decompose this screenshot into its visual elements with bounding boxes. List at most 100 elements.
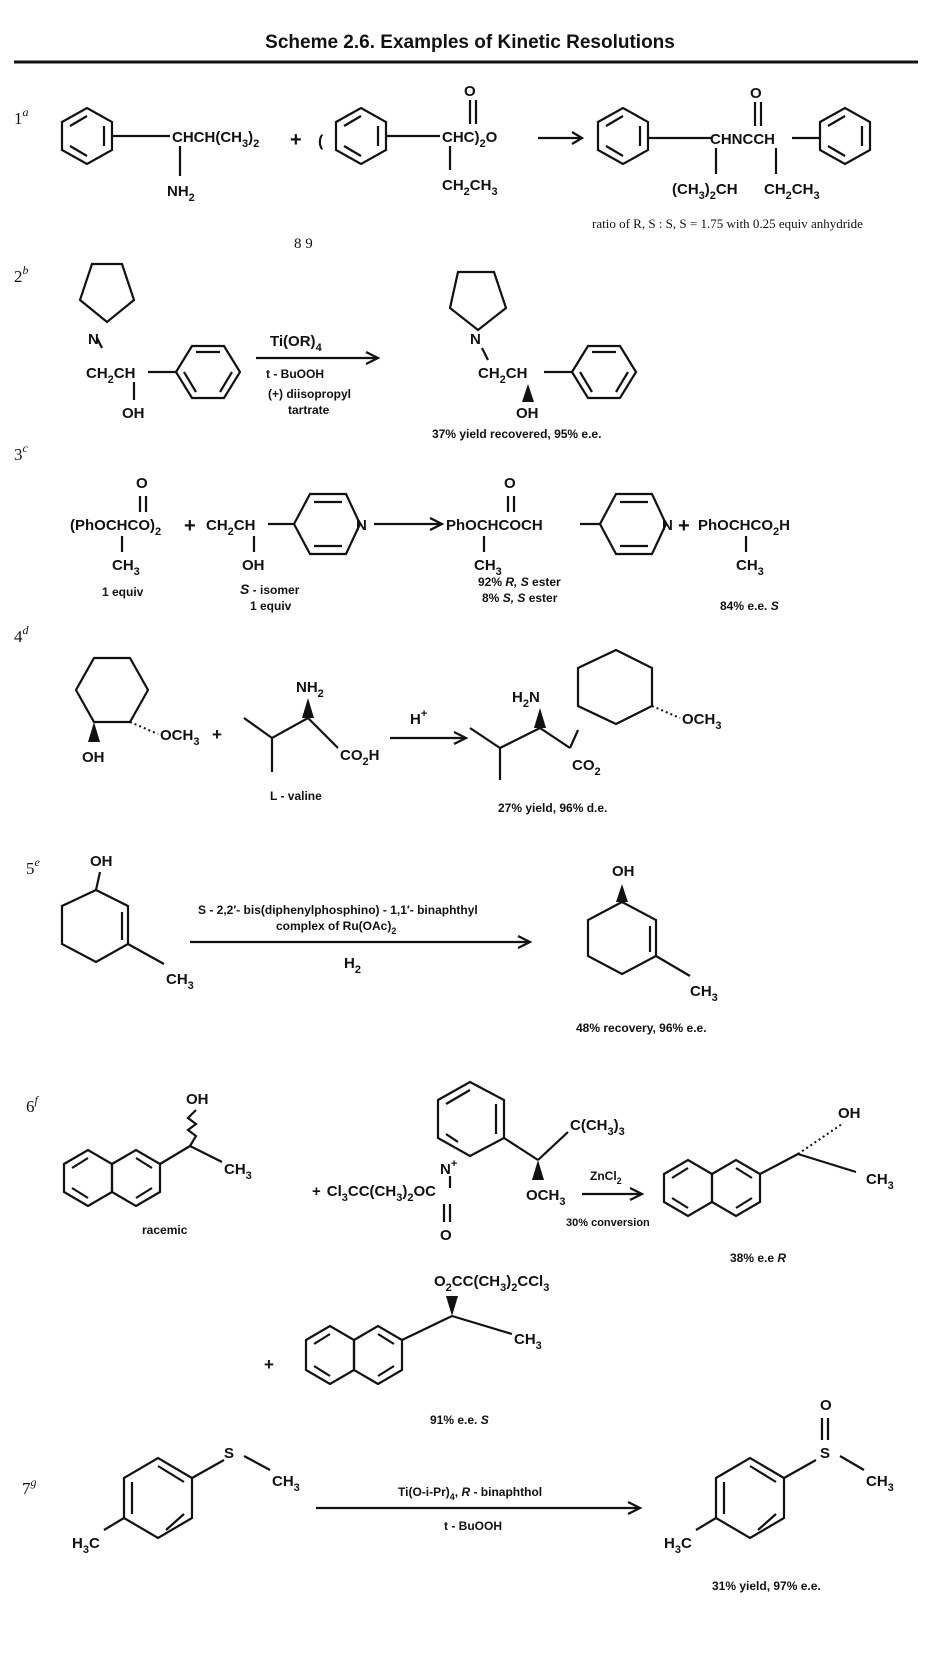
product-ester-formula: PhOCHCOCH — [446, 517, 543, 534]
equiv-label: 1 equiv — [250, 599, 292, 613]
product-isopropyl: (CH3)2CH — [672, 181, 738, 202]
isomer-label: S - isomer — [240, 581, 300, 597]
plus-sign: + — [678, 515, 690, 537]
titanium-catalyst: Ti(O-i-Pr)4, R - binaphthol — [398, 1485, 542, 1502]
sulfur-atom: S — [224, 1445, 234, 1462]
reactant-benzene-ring — [60, 106, 182, 176]
wedge-bond — [446, 1296, 458, 1316]
racemic-naphthalene — [62, 1145, 223, 1208]
product-valine-skeleton — [469, 726, 580, 780]
catalyst-line1: S - 2,2′- bis(diphenylphosphino) - 1,1′-… — [198, 903, 478, 917]
product-methyl: CH3 — [690, 983, 718, 1004]
conversion-label: 30% conversion — [566, 1217, 650, 1229]
sulfoxide-ring — [695, 1455, 865, 1540]
aryl-methyl: H3C — [72, 1535, 100, 1556]
catalyst-line2: complex of Ru(OAc)2 — [276, 919, 396, 936]
tert-butyl-group: C(CH3)3 — [570, 1117, 625, 1138]
ester-methyl: CH3 — [514, 1331, 542, 1352]
wedge-bond — [534, 708, 546, 728]
result-text: 48% recovery, 96% e.e. — [576, 1021, 707, 1035]
anhydride-open-paren: ( — [318, 133, 324, 150]
carbonyl-oxygen: O — [136, 475, 148, 492]
wedge-bond — [532, 1160, 544, 1180]
product-ethyl: CH2CH3 — [764, 181, 820, 202]
equiv-label: 1 equiv — [102, 585, 144, 599]
result-text: 27% yield, 96% d.e. — [498, 801, 607, 815]
acid-ee: 84% e.e. S — [720, 599, 779, 613]
aryl-methyl: H3C — [664, 1535, 692, 1556]
reaction-arrow — [256, 351, 381, 365]
product-pyridine-ring — [580, 492, 668, 556]
result-text: 31% yield, 97% e.e. — [712, 1579, 821, 1593]
product-core: CHNCCH — [710, 131, 775, 148]
anhydride-formula: (PhOCHCO)2 — [70, 517, 161, 538]
result-text: 37% yield recovered, 95% e.e. — [432, 427, 601, 441]
pyridine-n: N — [356, 517, 367, 534]
hydroxyl-group: OH — [82, 749, 105, 766]
n-chain-bond — [481, 347, 489, 361]
hydroxyl-group: OH — [90, 853, 113, 870]
reactant-benzene-ring — [148, 344, 242, 400]
reaction-number: 7g — [22, 1475, 37, 1498]
product-amide — [596, 102, 872, 174]
wedge-bond — [522, 384, 534, 402]
reagent-tartrate-line1: (+) diisopropyl — [268, 387, 351, 401]
reaction-3: 3c O (PhOCHCO)2 CH3 1 equiv + CH2CH OH N… — [14, 441, 790, 613]
plus-sign: + — [212, 725, 222, 744]
hydroxyl-group: OH — [122, 405, 145, 422]
reactant-pyrrolidine — [78, 262, 136, 349]
reaction-number: 4d — [14, 623, 30, 646]
product-naphthalene — [662, 1123, 857, 1218]
product-methyl: CH3 — [474, 557, 502, 578]
carbonyl-oxygen: O — [464, 83, 476, 100]
acid-catalyst: H+ — [410, 708, 427, 728]
product-cyclohexane-ring — [576, 648, 681, 726]
ethyl-group: CH2CH3 — [442, 177, 498, 198]
s-methyl: CH3 — [272, 1473, 300, 1494]
ester-chain: O2CC(CH3)2CCl3 — [434, 1273, 549, 1294]
reaction-arrow — [374, 517, 445, 531]
page-marker: 8 9 — [294, 236, 313, 252]
product-pyrrolidine-n: N — [470, 331, 481, 348]
carboxylic-acid: CO2H — [340, 747, 379, 768]
anhydride-chain: CHC)2O — [442, 129, 498, 150]
reaction-arrow — [390, 731, 469, 745]
product-pyrrolidine — [448, 270, 508, 332]
hydrogen-reagent: H2 — [344, 955, 361, 976]
hydroxyl-group: OH — [242, 557, 265, 574]
amine-group: NH2 — [167, 183, 195, 204]
reaction-arrow — [538, 131, 585, 145]
product-ee: 38% e.e R — [730, 1251, 786, 1265]
product-methoxy: OCH3 — [682, 711, 721, 732]
product-pyridine-n: N — [662, 517, 673, 534]
scheme-title: Scheme 2.6. Examples of Kinetic Resoluti… — [265, 32, 675, 53]
wedge-bond — [88, 722, 100, 742]
product-ester: CO2 — [572, 757, 601, 778]
thioanisole-ring — [103, 1455, 271, 1540]
valine-label: L - valine — [270, 789, 322, 803]
product-hydroxyl: OH — [516, 405, 539, 422]
peroxide-reagent: t - BuOOH — [444, 1519, 502, 1533]
amine-group: NH2 — [296, 679, 324, 700]
methyl-group: CH3 — [112, 557, 140, 578]
reaction-2: 2b N CH2CH OH Ti(OR)4 t - BuOOH (+) diis… — [14, 262, 638, 441]
methyl-group: CH3 — [224, 1161, 252, 1182]
s-methyl: CH3 — [866, 1473, 894, 1494]
methyl-group: CH3 — [166, 971, 194, 992]
pyridine-ring — [268, 492, 362, 556]
zinc-catalyst: ZnCl2 — [590, 1169, 622, 1186]
methoxy-group: OCH3 — [526, 1187, 565, 1208]
product-amine: H2N — [512, 689, 540, 710]
reaction-6: 6f OH CH3 racemic +Cl3CC(CH3)2OC O N+ C(… — [26, 1080, 894, 1427]
reaction-number: 5e — [26, 855, 41, 878]
cyclohexenol-ring — [60, 871, 165, 965]
reaction-arrow — [582, 1187, 645, 1201]
reaction-number: 3c — [14, 441, 29, 464]
pyridinium-ring — [436, 1080, 569, 1161]
plus-sign: + — [264, 1355, 274, 1374]
reaction-1: 1a CHCH(CH3)2 NH2 + ( O CHC)2O CH2CH3 — [14, 83, 872, 252]
ester-ee: 91% e.e. S — [430, 1413, 489, 1427]
reaction-7: 7g S CH3 H3C Ti(O-i-Pr)4, R - binaphthol… — [22, 1397, 894, 1593]
reaction-number: 1a — [14, 105, 29, 128]
plus-sign: + — [290, 129, 302, 151]
